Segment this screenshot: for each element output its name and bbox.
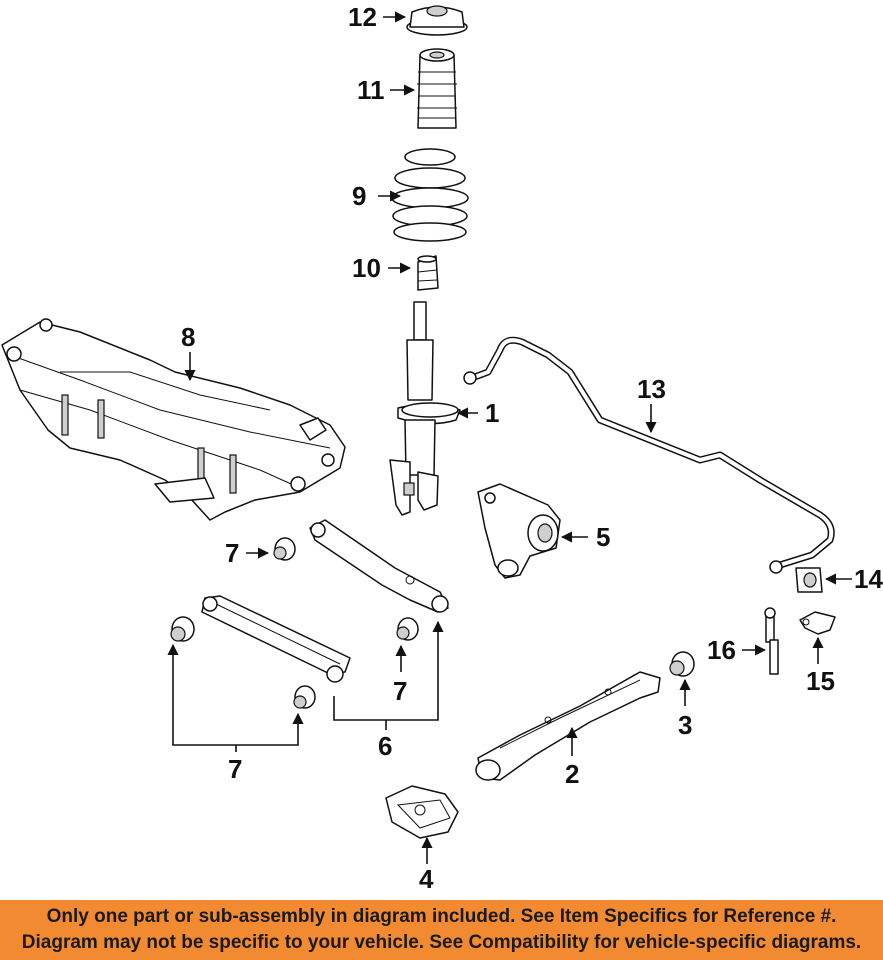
callout-14: 14 [854, 564, 883, 594]
callout-3: 3 [678, 710, 692, 740]
lateral-link-arm-part [309, 519, 449, 613]
mount-bracket-part [385, 785, 459, 839]
leader-lines [167, 11, 852, 864]
callout-11: 11 [357, 75, 385, 105]
callout-8: 8 [181, 322, 195, 352]
callout-13: 13 [637, 374, 666, 404]
bump-stop-part [417, 255, 439, 291]
bushing-part-d [293, 685, 316, 709]
stabilizer-link-part [764, 607, 779, 675]
disclaimer-line-2: Diagram may not be specific to your vehi… [21, 932, 862, 953]
sway-bar-part [463, 336, 835, 574]
callout-5: 5 [596, 522, 610, 552]
bushing-part-b [170, 616, 195, 642]
callout-7-bottom: 7 [228, 754, 242, 784]
bushing-part-c [396, 617, 419, 641]
knuckle-part [477, 483, 561, 579]
callout-15: 15 [806, 666, 835, 696]
coil-spring-part [391, 148, 469, 242]
lower-link-part [201, 595, 351, 683]
stabilizer-bracket-part [799, 611, 836, 635]
strut-assembly-part [389, 301, 461, 516]
dust-boot-part [417, 48, 457, 129]
callout-7-top: 7 [225, 538, 239, 568]
suspension-diagram: 12 11 9 10 1 8 13 5 14 15 16 3 2 4 7 7 6… [1, 2, 883, 894]
callout-4: 4 [419, 864, 434, 894]
callout-1: 1 [485, 398, 499, 428]
callout-2: 2 [565, 759, 579, 789]
stabilizer-bushing-part [795, 567, 823, 593]
trailing-arm-part [475, 671, 661, 781]
trailing-arm-bushing-part [669, 651, 695, 677]
disclaimer-line-1: Only one part or sub-assembly in diagram… [46, 906, 837, 927]
callout-7-right: 7 [393, 676, 407, 706]
callout-6: 6 [378, 731, 392, 761]
disclaimer-banner: Only one part or sub-assembly in diagram… [0, 900, 883, 960]
crossmember-part [1, 318, 346, 521]
callout-10: 10 [352, 253, 381, 283]
bushing-part-a [273, 537, 296, 561]
strut-mount-part [406, 5, 468, 36]
callout-9: 9 [352, 181, 366, 211]
callout-16: 16 [707, 635, 736, 665]
callout-12: 12 [348, 2, 377, 32]
